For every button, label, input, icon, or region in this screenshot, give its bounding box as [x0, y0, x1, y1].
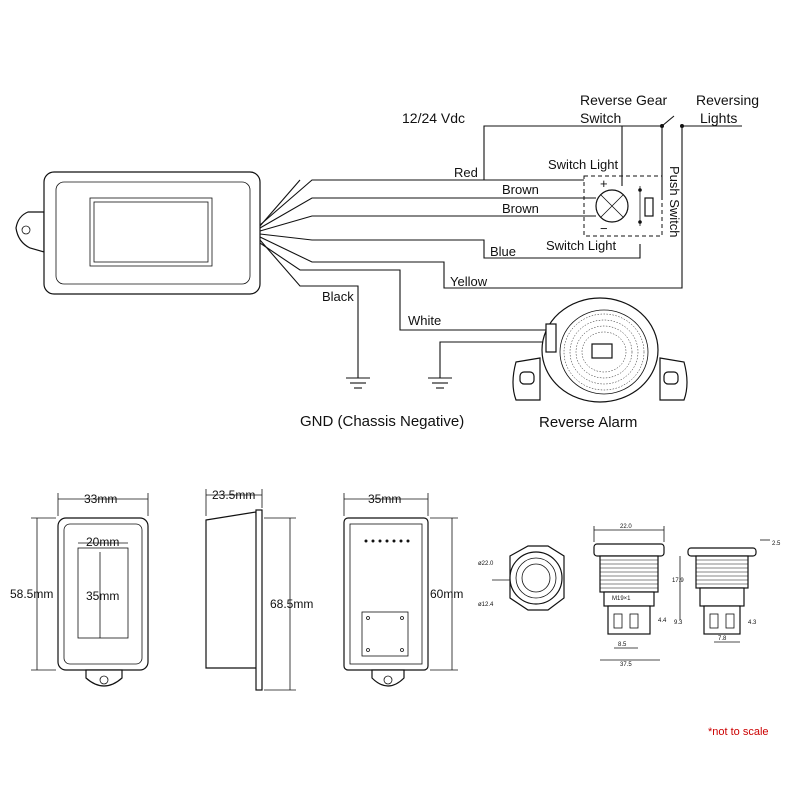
button-h2-dim: 9.3	[674, 620, 683, 626]
wire-label-blue: Blue	[490, 244, 516, 259]
push-switch-label: Push Switch	[667, 166, 682, 238]
back-width-label: 35mm	[368, 492, 401, 506]
push-button-front	[492, 545, 565, 611]
front-height-label: 58.5mm	[10, 587, 53, 601]
button-side-a-dim: 4.4	[658, 618, 667, 624]
back-view	[343, 493, 458, 687]
side-height-label: 68.5mm	[270, 597, 313, 611]
reverse-gear-switch	[661, 115, 675, 127]
side-depth-label: 23.5mm	[212, 488, 255, 502]
wire-label-yellow: Yellow	[450, 274, 488, 289]
front-view	[31, 493, 149, 687]
button-width-a-dim: 8.5	[618, 642, 627, 648]
back-height-label: 60mm	[430, 587, 463, 601]
reverse-gear-switch-label-1: Reverse Gear	[580, 92, 667, 108]
plus-sign: +	[600, 176, 608, 191]
button-outer-dia: ø22.0	[478, 561, 494, 567]
button-top-r-dim: 2.5	[772, 541, 781, 547]
button-inner-dia: ø12.4	[478, 602, 494, 608]
alarm-ground-wire	[439, 341, 552, 378]
reversing-lights-label-1: Reversing	[696, 92, 759, 108]
reverse-alarm-device	[512, 297, 688, 403]
switch-light-bottom-label: Switch Light	[546, 238, 616, 253]
wire-bundle	[259, 126, 683, 378]
wire-label-black: Black	[322, 289, 354, 304]
wire-label-red: Red	[454, 165, 478, 180]
supply-line	[483, 125, 662, 180]
switch-light-top-label: Switch Light	[548, 157, 618, 172]
reversing-lights-label-2: Lights	[700, 110, 737, 126]
ground-symbol-black	[346, 377, 370, 389]
ground-symbol-alarm	[428, 377, 452, 389]
wire-label-brown-1: Brown	[502, 182, 539, 197]
gnd-label: GND (Chassis Negative)	[300, 413, 464, 430]
switch-light-box	[580, 175, 663, 237]
window-height-label: 35mm	[86, 589, 119, 603]
not-to-scale-note: *not to scale	[708, 726, 769, 738]
push-button-side-2	[679, 539, 770, 643]
button-width-b-dim: 37.5	[620, 662, 632, 668]
wire-label-white: White	[408, 313, 441, 328]
button-side-top-dim: 22.0	[620, 524, 632, 530]
button-height-dim: 17.9	[672, 578, 684, 584]
push-button-side-1	[593, 526, 665, 661]
indicator-module	[15, 171, 261, 295]
supply-label: 12/24 Vdc	[402, 110, 465, 126]
side-view	[205, 489, 296, 691]
minus-sign: −	[600, 221, 608, 236]
button-r-b-dim: 4.3	[748, 620, 757, 626]
reverse-alarm-label: Reverse Alarm	[539, 414, 637, 431]
window-width-label: 20mm	[86, 535, 119, 549]
button-r-a-dim: 7.8	[718, 636, 727, 642]
reverse-gear-switch-label-2: Switch	[580, 110, 621, 126]
button-thread-dim: M19×1	[612, 596, 631, 602]
front-width-label: 33mm	[84, 492, 117, 506]
wire-label-brown-2: Brown	[502, 201, 539, 216]
